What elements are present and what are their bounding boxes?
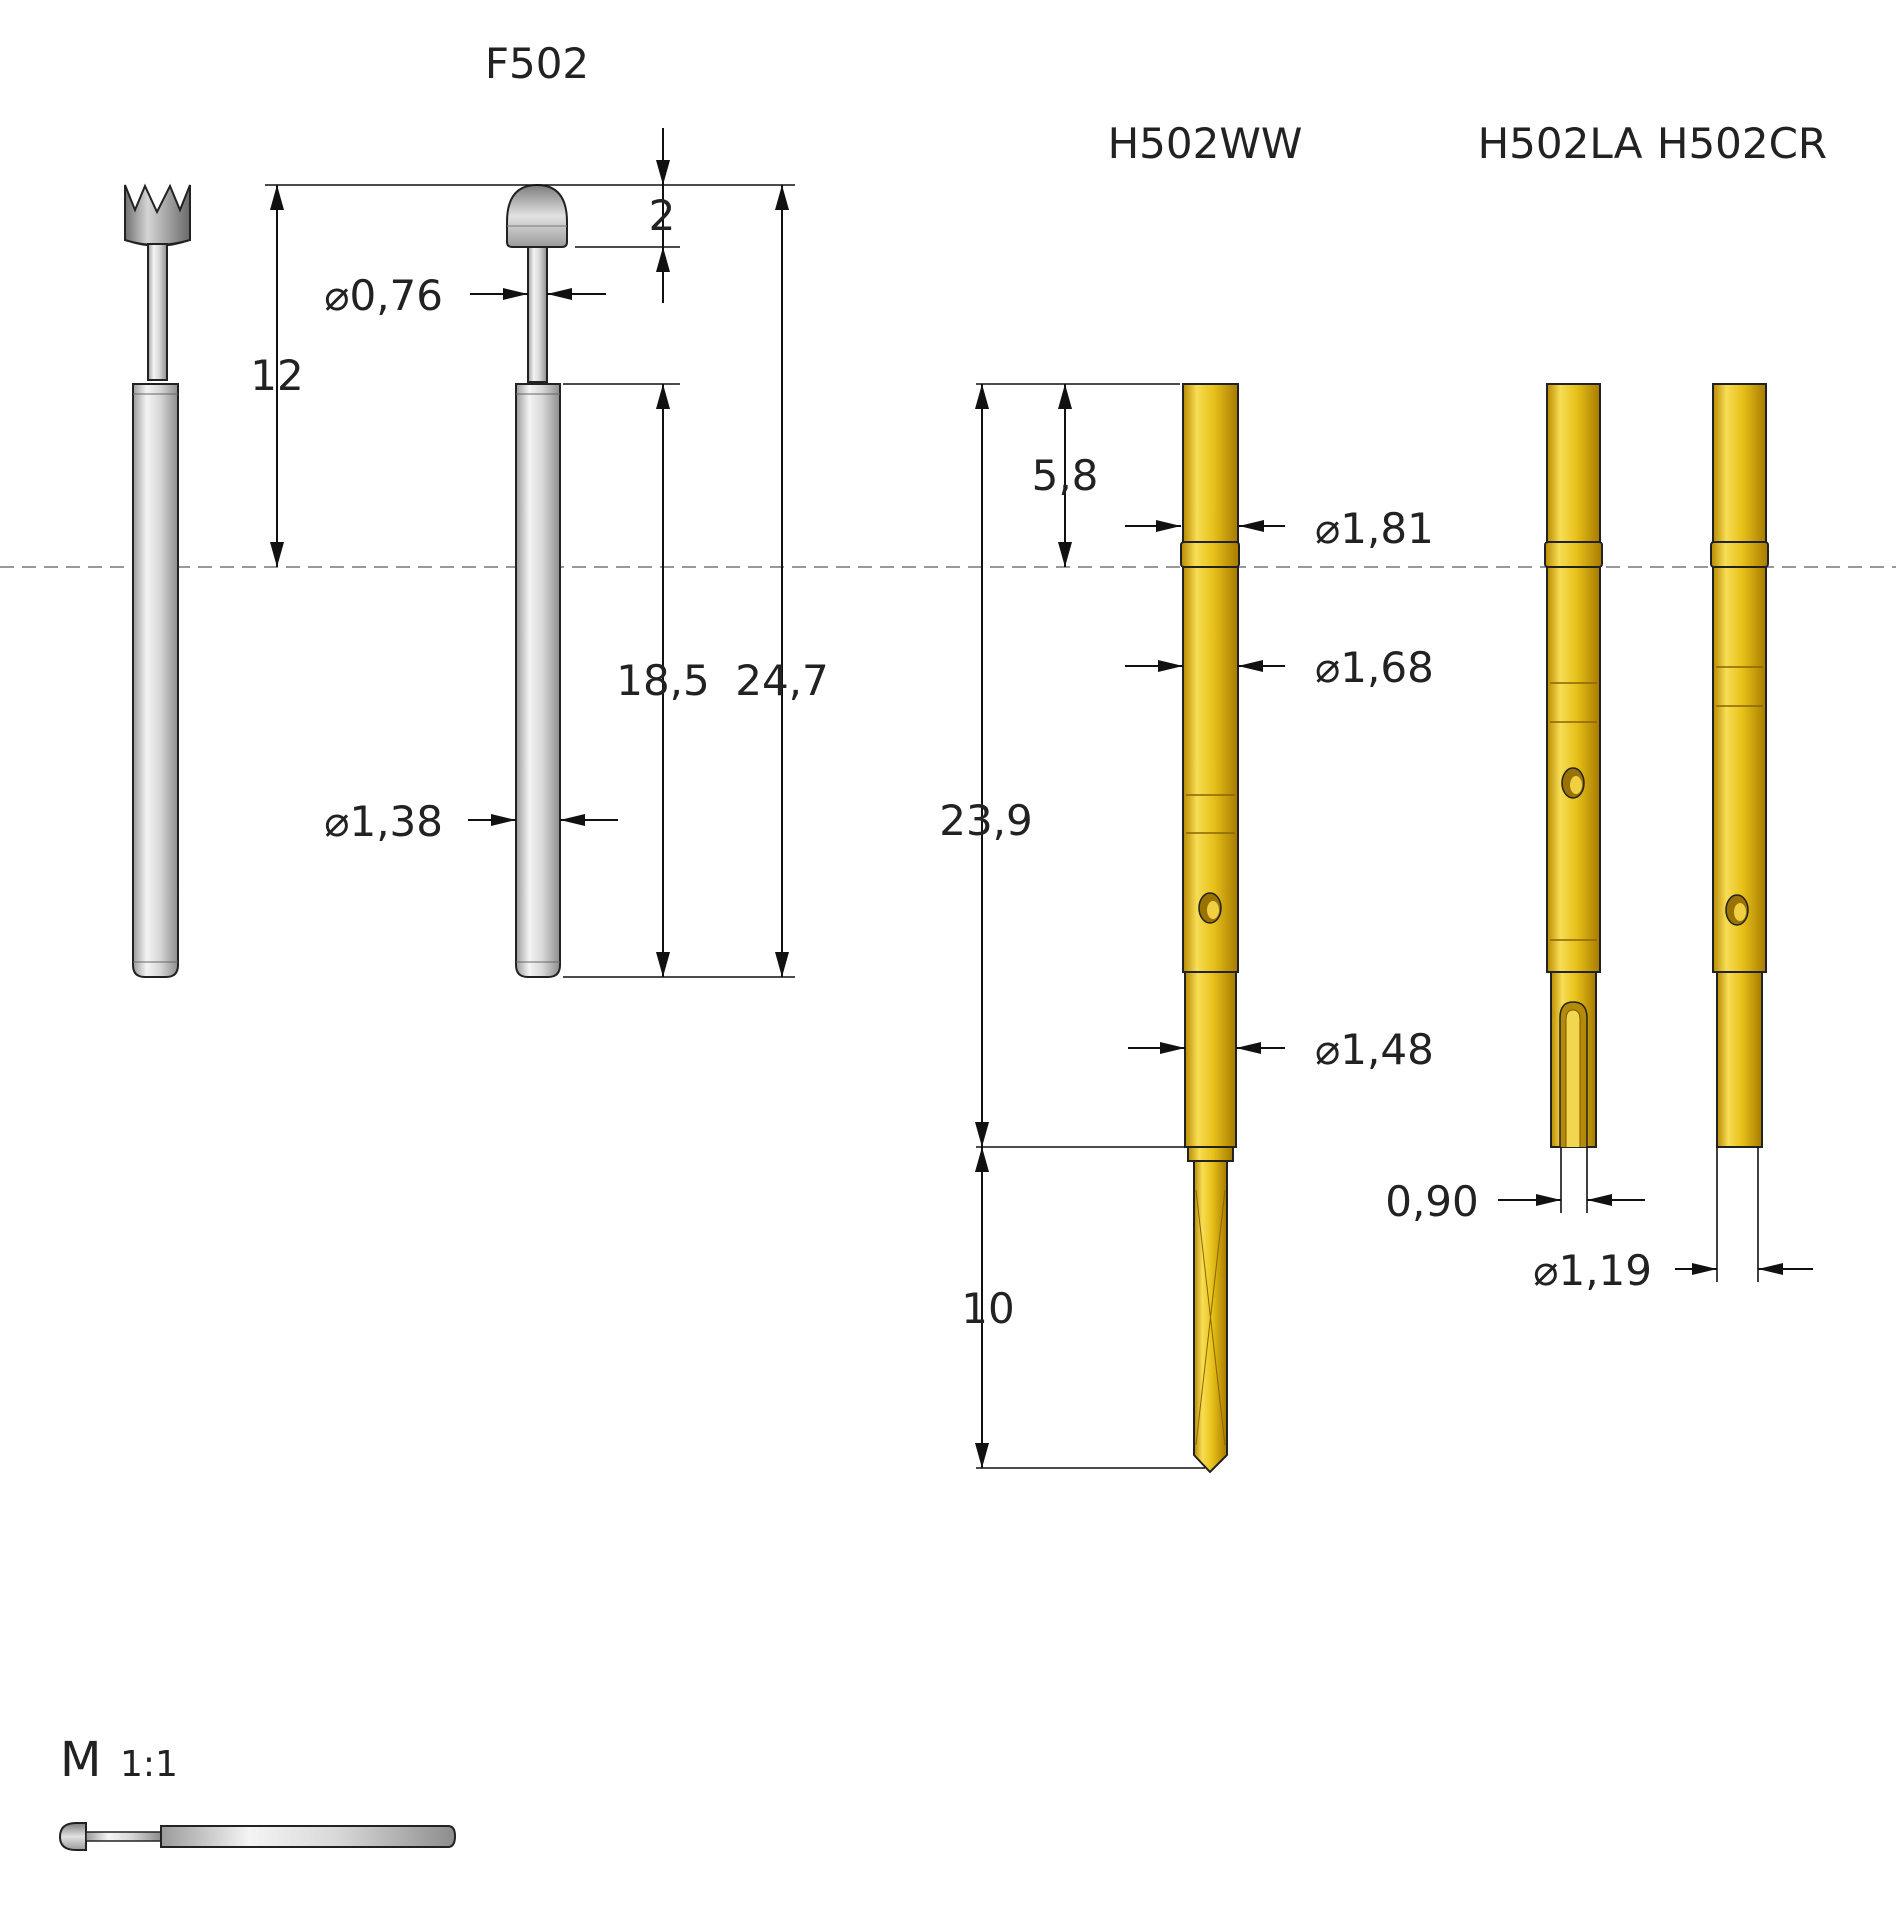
receptacle-h502la [1544,383,1603,1148]
dim-total-length: 24,7 [735,656,829,705]
dim-slot-width: 0,90 [1385,1177,1479,1226]
dim-receptacle-length: 23,9 [939,796,1033,845]
label-h502cr: H502CR [1657,119,1827,168]
label-f502: F502 [485,39,589,88]
dim-press-depth: 5,8 [1032,451,1099,500]
label-h502ww: H502WW [1108,119,1303,168]
scale-label: M [60,1732,101,1788]
dim-crimp-diameter: ⌀1,19 [1533,1246,1652,1295]
scale-probe-miniature [58,1822,457,1851]
receptacle-h502cr [1710,383,1769,1148]
dim-head-height: 2 [649,191,676,240]
receptacle-h502ww [1180,383,1240,1474]
dim-barrel-length: 18,5 [616,656,710,705]
dim-lower-diameter: ⌀1,48 [1315,1025,1434,1074]
dim-receptacle-diameter: ⌀1,68 [1315,643,1434,692]
probe-crown-tip [124,183,191,978]
dim-plunger-diameter: ⌀0,76 [324,271,443,320]
label-h502la: H502LA [1478,119,1643,168]
h502la-dimension-lines [1498,1147,1645,1213]
dim-travel: 12 [250,351,303,400]
dim-barrel-diameter: ⌀1,38 [324,797,443,846]
h502ww-dimension-lines [975,383,1285,1469]
f502-dimension-lines [265,128,795,978]
dim-wire-wrap-length: 10 [961,1284,1014,1333]
probe-f502 [506,183,568,978]
scale-value: 1:1 [120,1744,178,1785]
h502cr-dimension-lines [1675,1147,1813,1282]
dim-ring-diameter: ⌀1,81 [1315,504,1434,553]
